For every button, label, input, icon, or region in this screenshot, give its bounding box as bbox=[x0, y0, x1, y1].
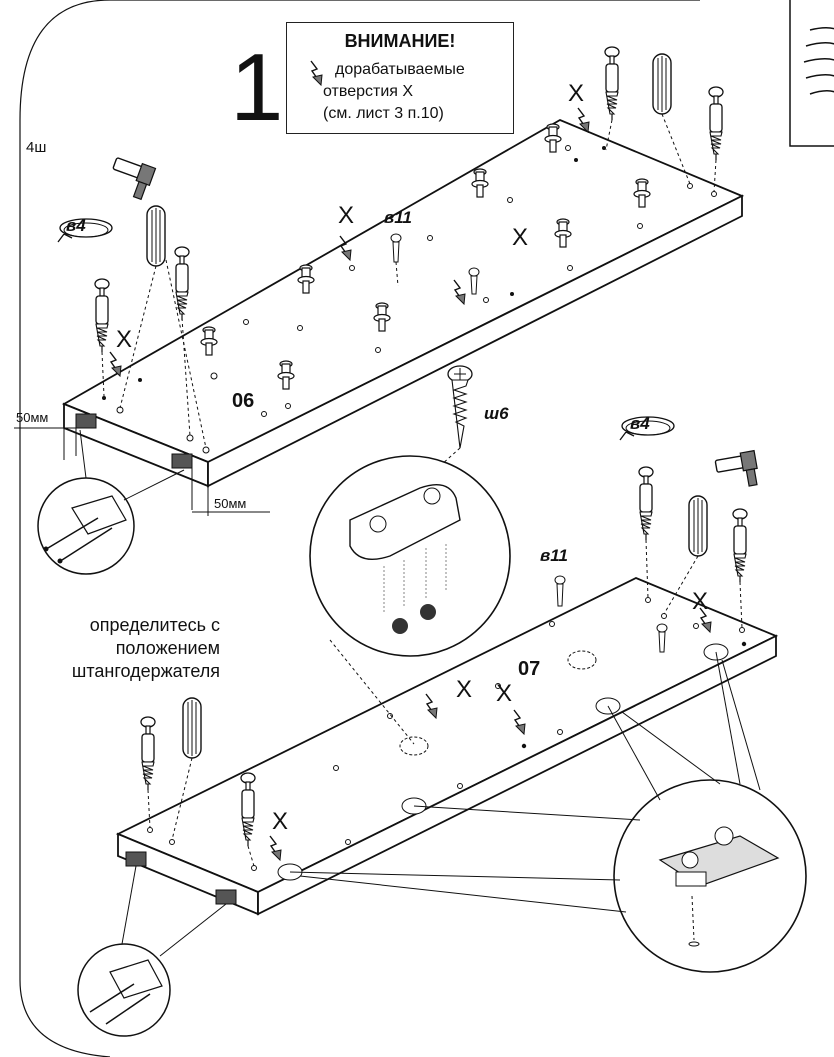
warning-line-2: отверстия Х bbox=[323, 83, 414, 100]
warning-title: ВНИМАНИЕ! bbox=[344, 31, 456, 51]
cam-bolt-icon bbox=[638, 466, 654, 541]
dowel-icon bbox=[688, 495, 708, 557]
panel-07-label: 07 bbox=[518, 658, 541, 680]
screw-icon bbox=[554, 575, 668, 653]
cam-bolt-icon bbox=[708, 86, 724, 161]
holes bbox=[116, 145, 717, 454]
warning-line-1: дорабатываемые bbox=[335, 61, 465, 78]
x-mark: X bbox=[512, 224, 529, 251]
dimension-50mm-left: 50мм bbox=[16, 410, 49, 425]
dimension-lines bbox=[14, 404, 270, 516]
screw-icon bbox=[390, 233, 480, 295]
cam-bolt-icon bbox=[732, 508, 748, 583]
panel-06 bbox=[61, 118, 745, 488]
dimension-50mm-bottom: 50мм bbox=[214, 496, 247, 511]
step-number: 1 bbox=[230, 34, 284, 141]
x-mark: X bbox=[692, 588, 709, 615]
code-sh6: ш6 bbox=[484, 404, 509, 423]
dowel-icon bbox=[182, 697, 202, 759]
long-screw-icon bbox=[447, 365, 473, 449]
hammer-icon bbox=[105, 154, 157, 202]
cam-bolt-icon bbox=[604, 46, 620, 121]
holder-note-line-3: штангодержателя bbox=[71, 661, 220, 681]
warning-box: ВНИМАНИЕ! дорабатываемые отверстия Х (см… bbox=[286, 22, 514, 134]
cam-bolt-icon bbox=[94, 278, 110, 353]
holder-note-line-2: положением bbox=[115, 638, 220, 658]
side-box-text: 4ш bbox=[26, 139, 47, 156]
detail-circle-insert-bottom bbox=[77, 865, 227, 1037]
code-v11-top: в11 bbox=[384, 208, 412, 227]
dowel-icon bbox=[652, 53, 672, 115]
edge-insert bbox=[171, 453, 193, 469]
cam-bolt-icon bbox=[140, 716, 156, 791]
x-mark: X bbox=[456, 676, 473, 703]
detail-circle-insert-top bbox=[37, 429, 185, 575]
side-box-spring-icon bbox=[789, 0, 834, 147]
edge-insert bbox=[215, 889, 237, 905]
page-frame bbox=[19, 0, 700, 1057]
hammer-icon bbox=[713, 449, 761, 492]
x-mark: X bbox=[272, 808, 289, 835]
cam-bolt-icon bbox=[174, 246, 190, 321]
code-v4-bottom: в4 bbox=[630, 414, 650, 433]
holder-note-line-1: определитесь с bbox=[89, 615, 220, 635]
panel-06-label: 06 bbox=[232, 390, 255, 412]
holes bbox=[147, 597, 745, 871]
x-mark: X bbox=[338, 202, 355, 229]
x-mark: X bbox=[568, 80, 585, 107]
x-mark: X bbox=[116, 326, 133, 353]
warning-line-3: (см. лист 3 п.10) bbox=[323, 105, 444, 122]
holes-dark bbox=[102, 146, 606, 400]
dowel-icon bbox=[146, 205, 166, 267]
code-v4-top: в4 bbox=[66, 216, 86, 235]
panel-07 bbox=[115, 577, 779, 916]
detail-circle-hinge bbox=[289, 651, 807, 973]
hinge-icon bbox=[658, 826, 780, 947]
guide-lines bbox=[101, 113, 743, 867]
code-v11-bottom: в11 bbox=[540, 546, 568, 565]
x-mark: X bbox=[496, 680, 513, 707]
arrow-icon bbox=[310, 60, 323, 87]
holder-note: определитесь с положением штангодержател… bbox=[18, 614, 220, 683]
edge-insert bbox=[125, 851, 147, 867]
detail-circle-shelf-holder bbox=[309, 455, 511, 657]
edge-insert bbox=[75, 413, 97, 429]
